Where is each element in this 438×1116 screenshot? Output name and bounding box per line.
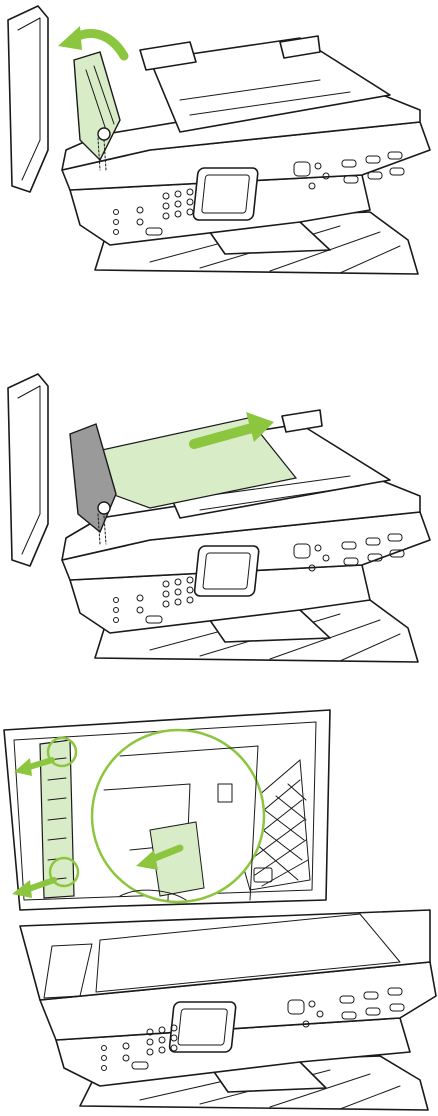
feeder-cover-open — [8, 6, 48, 192]
roller-hub — [98, 502, 110, 514]
step-3-illustration — [0, 700, 438, 1116]
printer-drawing-scanner-lid-open — [0, 700, 438, 1116]
step-1-illustration — [0, 0, 438, 282]
printer-drawing-open-cover — [0, 0, 438, 282]
roller-hub — [98, 128, 110, 140]
step-2-illustration — [0, 368, 438, 670]
feeder-cover-open — [8, 374, 48, 566]
arrow-head-icon — [58, 26, 82, 50]
tray-extension — [282, 410, 322, 432]
printer-drawing-remove-paper — [0, 368, 438, 670]
